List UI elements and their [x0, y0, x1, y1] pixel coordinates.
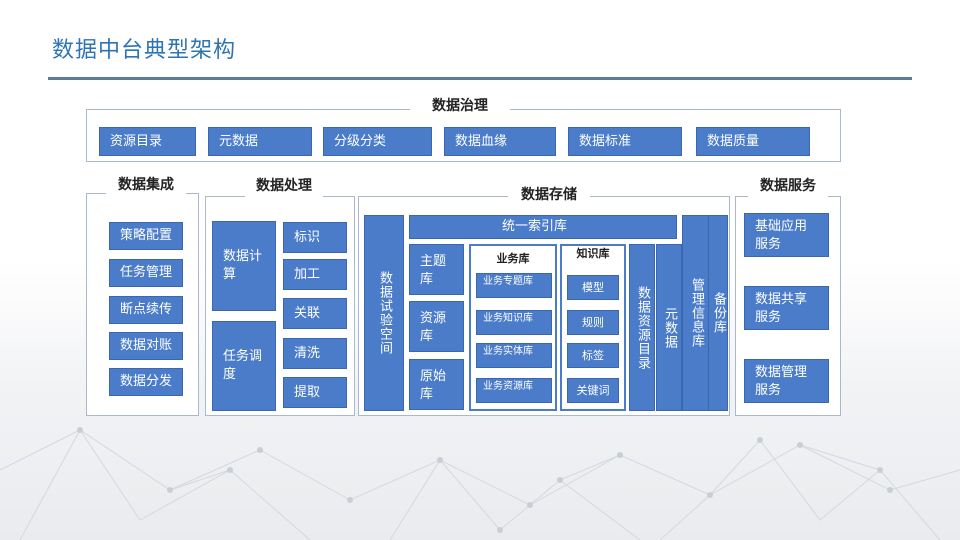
- knowledge-lib-title: 知识库: [576, 247, 610, 260]
- service-label: 数据服务: [748, 178, 828, 214]
- business-lib-item-knowledge[interactable]: 业务知识库: [476, 310, 552, 335]
- integration-item-reconcile[interactable]: 数据对账: [109, 332, 183, 360]
- integration-item-resume[interactable]: 断点续传: [109, 296, 183, 324]
- governance-label: 数据治理: [410, 98, 510, 115]
- processing-label: 数据处理: [245, 178, 323, 214]
- storage-resource-lib[interactable]: 资源库: [409, 301, 464, 352]
- storage-metadata[interactable]: 元数据: [656, 244, 682, 411]
- processing-compute[interactable]: 数据计算: [212, 221, 276, 311]
- knowledge-lib-item-keyword[interactable]: 关键词: [567, 378, 619, 403]
- knowledge-lib-item-model[interactable]: 模型: [567, 275, 619, 300]
- integration-item-task[interactable]: 任务管理: [109, 259, 183, 287]
- storage-theme-lib[interactable]: 主题库: [409, 244, 464, 295]
- business-lib-item-resource[interactable]: 业务资源库: [476, 378, 552, 403]
- processing-schedule[interactable]: 任务调度: [212, 321, 276, 411]
- storage-unified-index[interactable]: 统一索引库: [409, 215, 677, 239]
- service-data-sharing[interactable]: 数据共享服务: [744, 286, 829, 330]
- business-lib-title: 业务库: [496, 252, 530, 265]
- processing-associate[interactable]: 关联: [283, 298, 347, 329]
- knowledge-lib-item-rule[interactable]: 规则: [567, 310, 619, 335]
- business-lib-item-entity[interactable]: 业务实体库: [476, 343, 552, 368]
- storage-mgmt-info-lib[interactable]: 管理信息库: [682, 215, 710, 411]
- processing-transform[interactable]: 加工: [283, 259, 347, 290]
- processing-identify[interactable]: 标识: [283, 222, 347, 253]
- title-divider: [48, 77, 912, 80]
- processing-clean[interactable]: 清洗: [283, 338, 347, 369]
- storage-raw-lib[interactable]: 原始库: [409, 359, 464, 410]
- service-data-mgmt[interactable]: 数据管理服务: [744, 359, 829, 403]
- business-lib-item-topic[interactable]: 业务专题库: [476, 273, 552, 298]
- service-basic-app[interactable]: 基础应用服务: [744, 213, 829, 257]
- governance-item-quality[interactable]: 数据质量: [696, 127, 810, 156]
- processing-extract[interactable]: 提取: [283, 377, 347, 408]
- storage-backup-lib[interactable]: 备份库: [708, 215, 728, 411]
- integration-item-policy[interactable]: 策略配置: [109, 222, 183, 250]
- integration-item-distribute[interactable]: 数据分发: [109, 368, 183, 396]
- integration-label: 数据集成: [106, 177, 186, 213]
- governance-item-standard[interactable]: 数据标准: [568, 127, 682, 156]
- governance-item-lineage[interactable]: 数据血缘: [444, 127, 556, 156]
- storage-resource-catalog[interactable]: 数据资源目录: [629, 244, 655, 411]
- knowledge-lib-item-tag[interactable]: 标签: [567, 343, 619, 368]
- governance-item-catalog[interactable]: 资源目录: [99, 127, 196, 156]
- governance-item-classification[interactable]: 分级分类: [323, 127, 432, 156]
- governance-item-metadata[interactable]: 元数据: [208, 127, 312, 156]
- storage-trial-space[interactable]: 数据试验空间: [364, 215, 404, 411]
- page-title: 数据中台典型架构: [52, 38, 237, 63]
- storage-label: 数据存储: [508, 187, 590, 204]
